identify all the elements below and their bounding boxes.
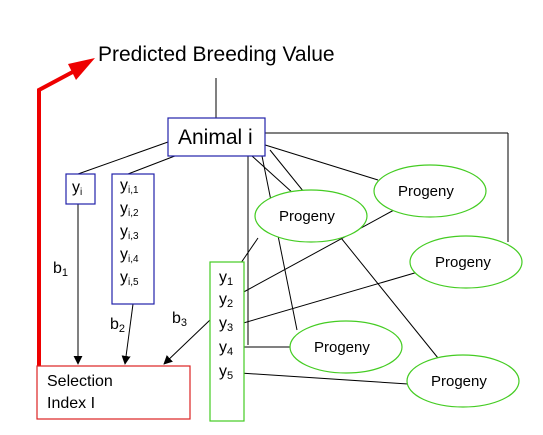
progeny-record-1: y1 [219, 269, 234, 288]
progeny-label-4: Progeny [314, 339, 370, 356]
progeny-ellipse-5 [406, 354, 520, 408]
weight-b2-label: b2 [110, 316, 126, 335]
repeated-record-5: yi,5 [120, 269, 139, 288]
animal-box [167, 117, 266, 157]
index-to-pbv-arrow [37, 58, 95, 368]
weight-b1-label: b1 [53, 260, 69, 279]
progeny-label-1: Progeny [398, 183, 454, 200]
progeny-records-box [209, 261, 245, 422]
repeated-record-3: yi,3 [120, 223, 139, 242]
progeny-label-3: Progeny [435, 254, 491, 271]
progeny-record-3: y3 [219, 315, 234, 334]
weight-b3-label: b3 [172, 310, 188, 329]
progeny-label-5: Progeny [431, 373, 487, 390]
repeated-records-box [111, 173, 155, 305]
progeny-ellipse-3 [409, 235, 523, 289]
selection-index-line-2: Index I [47, 395, 96, 412]
progeny-record-2: y2 [219, 291, 234, 310]
own-record-label: yi [72, 179, 83, 198]
selection-index-box [36, 365, 191, 420]
progeny-ellipse-1 [373, 164, 487, 218]
selection-index-line-1: Selection [47, 373, 113, 390]
progeny-record-5: y5 [219, 363, 234, 382]
repeated-record-1: yi,1 [120, 177, 139, 196]
progeny-connectors [231, 209, 419, 385]
animal-connectors [77, 78, 509, 359]
weight-arrows [73, 204, 211, 365]
progeny-label-2: Progeny [279, 208, 335, 225]
own-record-box [65, 173, 96, 205]
animal-label: Animal i [178, 126, 253, 149]
predicted-breeding-value-label: Predicted Breeding Value [98, 43, 335, 66]
progeny-ellipse-4 [289, 320, 403, 374]
repeated-record-4: yi,4 [120, 246, 139, 265]
progeny-ellipse-2 [254, 189, 368, 243]
repeated-record-2: yi,2 [120, 200, 139, 219]
progeny-record-4: y4 [219, 339, 234, 358]
